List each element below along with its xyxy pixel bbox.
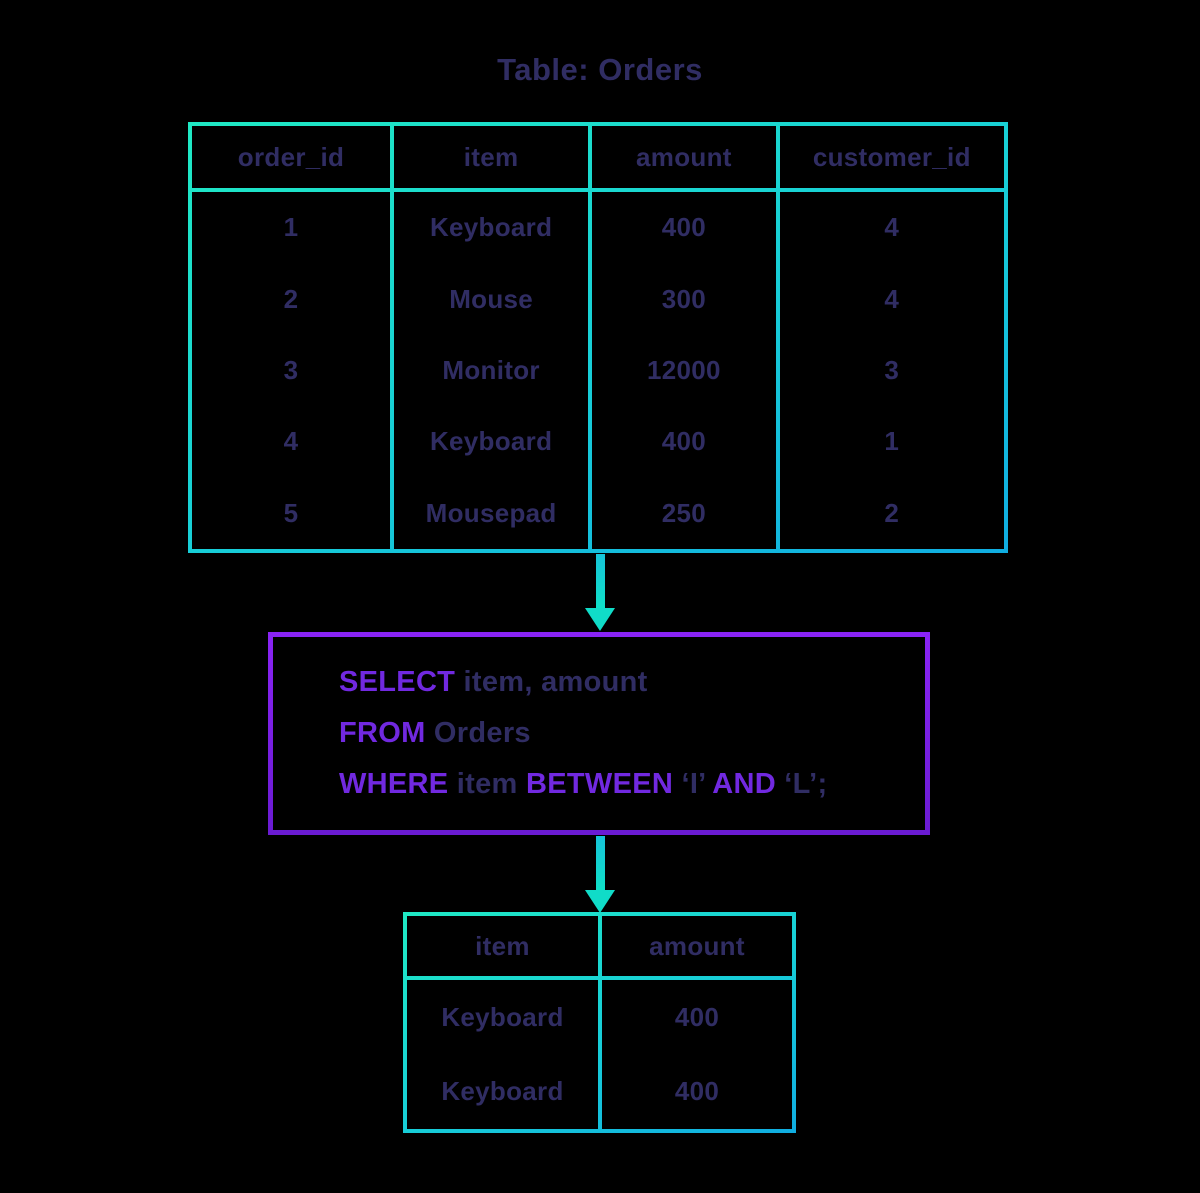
sql-keyword: BETWEEN xyxy=(526,768,674,800)
orders-column-order-id: 1 2 3 4 5 xyxy=(192,192,391,549)
orders-column-customer-id: 4 4 3 1 2 xyxy=(779,192,1004,549)
orders-table-title: Table: Orders xyxy=(497,52,703,87)
sql-line-from: FROM Orders xyxy=(339,708,925,759)
sql-keyword: SELECT xyxy=(339,666,456,698)
table-cell: Keyboard xyxy=(429,212,553,243)
table-cell: 300 xyxy=(661,283,707,314)
table-cell: 400 xyxy=(674,1076,720,1107)
table-cell: 4 xyxy=(283,426,299,457)
sql-text: ‘I’ xyxy=(673,768,713,800)
sql-query-text: SELECT item, amount FROM Orders WHERE it… xyxy=(273,637,925,830)
table-cell: 1 xyxy=(283,212,299,243)
table-cell: 4 xyxy=(884,212,900,243)
table-cell: 2 xyxy=(884,497,900,528)
table-cell: 5 xyxy=(283,497,299,528)
table-cell: 4 xyxy=(884,283,900,314)
sql-text: item xyxy=(448,768,526,800)
table-cell: Keyboard xyxy=(441,1001,564,1032)
arrow-shaft xyxy=(595,836,605,890)
table-cell: 3 xyxy=(884,355,900,386)
table-cell: Mousepad xyxy=(425,497,557,528)
sql-query-box: SELECT item, amount FROM Orders WHERE it… xyxy=(268,632,930,835)
orders-header-item: item xyxy=(394,126,589,188)
result-table: item amount Keyboard Keyboard 400 400 xyxy=(403,912,796,1133)
table-cell: Keyboard xyxy=(429,426,553,457)
sql-text: ‘L’; xyxy=(775,768,828,800)
sql-text: Orders xyxy=(425,717,531,749)
table-cell: 400 xyxy=(661,426,707,457)
arrow-head xyxy=(585,890,615,913)
table-cell: Keyboard xyxy=(441,1076,564,1107)
table-cell: 1 xyxy=(884,426,900,457)
sql-keyword: WHERE xyxy=(339,768,449,800)
orders-header-order-id: order_id xyxy=(192,126,391,188)
sql-keyword: AND xyxy=(712,768,776,800)
sql-line-select: SELECT item, amount xyxy=(339,657,925,708)
orders-table: order_id item amount customer_id 1 2 3 4… xyxy=(188,122,1008,553)
arrow-shaft xyxy=(595,554,605,608)
table-cell: 400 xyxy=(661,212,707,243)
table-cell: 400 xyxy=(674,1001,720,1032)
orders-header-customer-id: customer_id xyxy=(779,126,1004,188)
table-cell: 3 xyxy=(283,355,299,386)
table-cell: 12000 xyxy=(646,355,721,386)
sql-keyword: FROM xyxy=(339,717,426,749)
orders-column-amount: 400 300 12000 400 250 xyxy=(592,192,776,549)
arrow-head xyxy=(585,608,615,631)
sql-text: item, amount xyxy=(455,666,648,698)
down-arrow-icon xyxy=(585,836,615,913)
result-column-item: Keyboard Keyboard xyxy=(407,980,598,1129)
orders-column-item: Keyboard Mouse Monitor Keyboard Mousepad xyxy=(394,192,589,549)
result-header-item: item xyxy=(407,916,598,976)
table-cell: 250 xyxy=(661,497,707,528)
sql-line-where: WHERE item BETWEEN ‘I’ AND ‘L’; xyxy=(339,759,925,810)
result-column-amount: 400 400 xyxy=(601,980,792,1129)
table-cell: Mouse xyxy=(449,283,534,314)
table-cell: 2 xyxy=(283,283,299,314)
result-header-amount: amount xyxy=(601,916,792,976)
table-cell: Monitor xyxy=(442,355,540,386)
down-arrow-icon xyxy=(585,554,615,631)
orders-header-amount: amount xyxy=(592,126,776,188)
